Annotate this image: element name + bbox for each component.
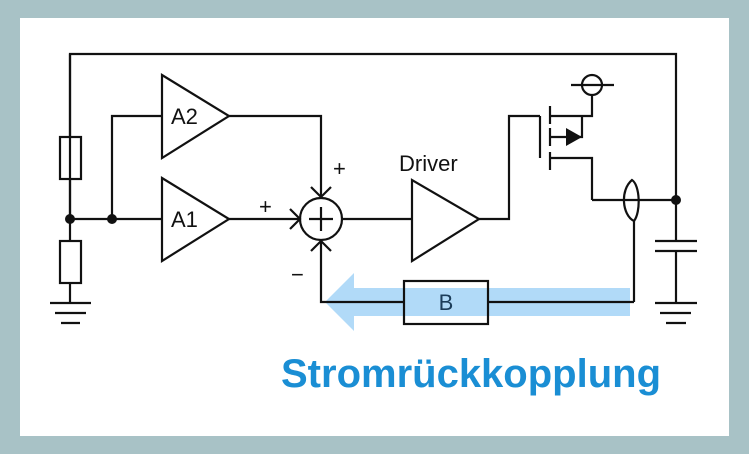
amplifier-a2-label: A2 [171,104,198,129]
wire [229,114,323,197]
sign-bottom: − [291,262,304,287]
driver-amplifier [410,178,482,263]
current-sensor-loop [622,178,640,222]
resistor-lower [58,239,83,285]
mosfet-icon [538,96,594,200]
diagram-title: Stromrückkopplung [281,352,661,396]
amplifier-a1-label: A1 [171,207,198,232]
feedback-arrow [325,273,630,331]
arrowhead-top-icon [310,186,332,199]
amplifier-a2 [160,73,232,160]
plus-icon [309,207,333,231]
sign-left: + [259,194,272,219]
diagram-panel [20,18,729,436]
capacitor-icon [655,239,697,253]
wire [479,114,540,221]
sign-top: + [333,156,346,181]
amplifier-a1 [160,176,232,263]
ground-left-icon [50,301,91,325]
arrowhead-left-icon [289,208,302,230]
driver-label: Driver [399,151,458,176]
wire-feedback [319,241,404,304]
ground-right-icon [655,301,697,325]
wire [110,114,162,219]
feedback-block-label: B [439,290,454,315]
supply-terminal-icon [571,73,614,97]
